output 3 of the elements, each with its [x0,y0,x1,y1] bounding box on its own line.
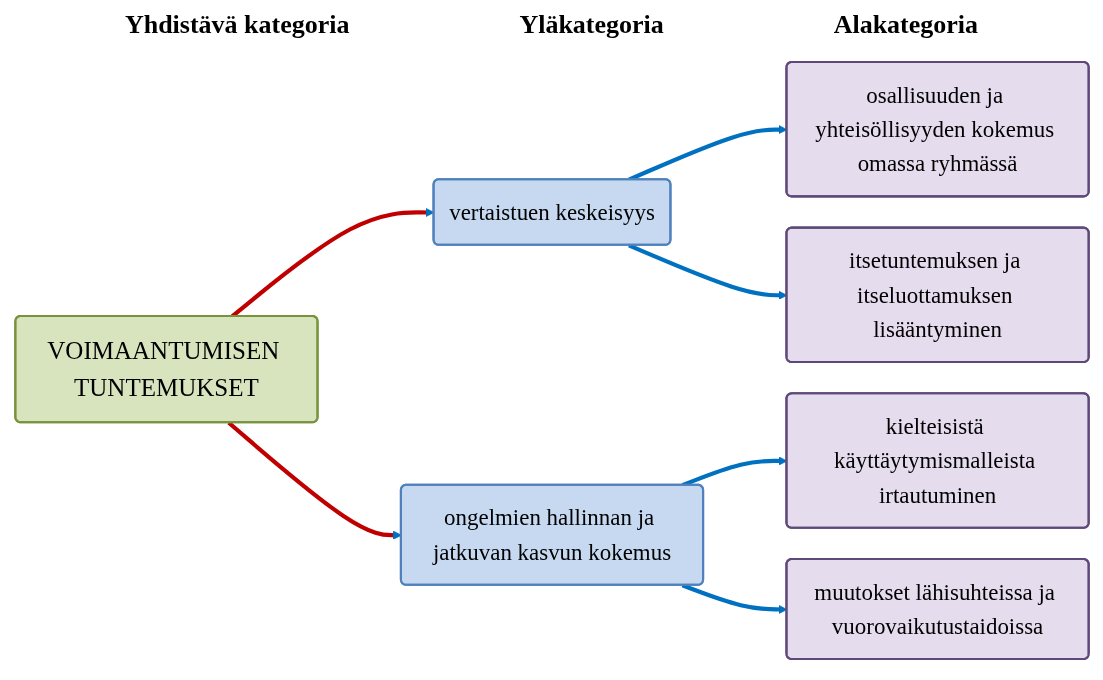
column-heading: Yhdistävä kategoria [124,10,350,41]
column-heading: Alakategoria [833,10,979,41]
column-heading: Yläkategoria [519,10,664,41]
